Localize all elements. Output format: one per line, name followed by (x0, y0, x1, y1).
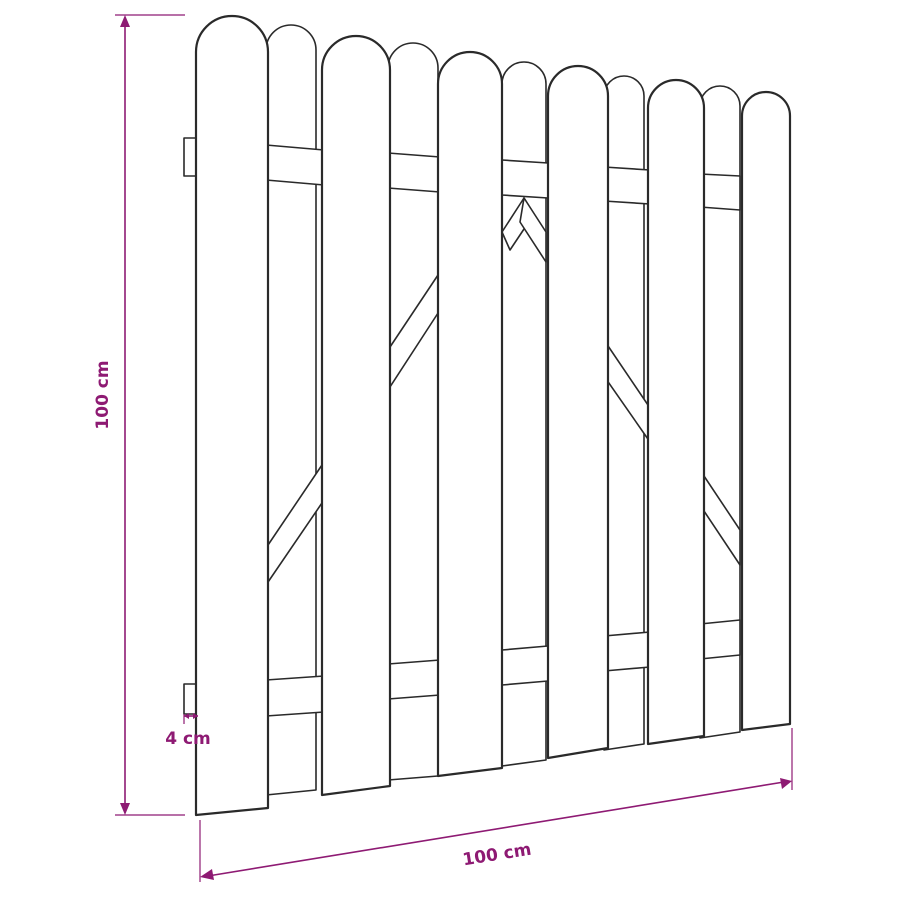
height-arrow-bottom (120, 803, 130, 815)
height-arrow-top (120, 15, 130, 27)
width-arrow-left (200, 869, 214, 880)
height-label: 100 cm (93, 360, 113, 429)
bottom-rail-seg-5 (699, 619, 741, 660)
front-picket-6 (740, 90, 792, 732)
front-pickets (194, 14, 792, 817)
hinge-bottom (183, 683, 197, 715)
front-picket-4 (546, 64, 610, 760)
bottom-rail-seg-3 (501, 645, 549, 686)
width-arrow-right (780, 778, 792, 789)
braces (265, 197, 741, 586)
center-brace-right (519, 197, 547, 263)
hinge-top (183, 137, 197, 177)
front-picket-2 (320, 34, 392, 797)
front-picket-1 (194, 14, 270, 817)
top-rail-seg-4 (603, 166, 651, 205)
hinges (183, 137, 197, 715)
thickness-arrow-right (193, 713, 198, 719)
top-rail-seg-1 (265, 144, 325, 186)
bottom-rail-seg-4 (603, 631, 651, 672)
front-picket-5 (646, 78, 706, 746)
top-rail-seg-5 (699, 173, 741, 211)
front-picket-3 (436, 50, 504, 778)
dimension-annotations: 100 cm 100 cm 4 cm (93, 14, 793, 882)
bottom-rail-seg-1 (265, 675, 325, 717)
bottom-rail-seg-2 (387, 659, 441, 700)
width-label: 100 cm (461, 840, 532, 871)
thickness-arrow-left (184, 713, 189, 719)
width-dimension-line (207, 781, 785, 877)
top-rail-seg-3 (501, 159, 549, 199)
thickness-label: 4 cm (165, 729, 211, 749)
top-rail-seg-2 (387, 152, 441, 193)
rails (265, 144, 741, 717)
